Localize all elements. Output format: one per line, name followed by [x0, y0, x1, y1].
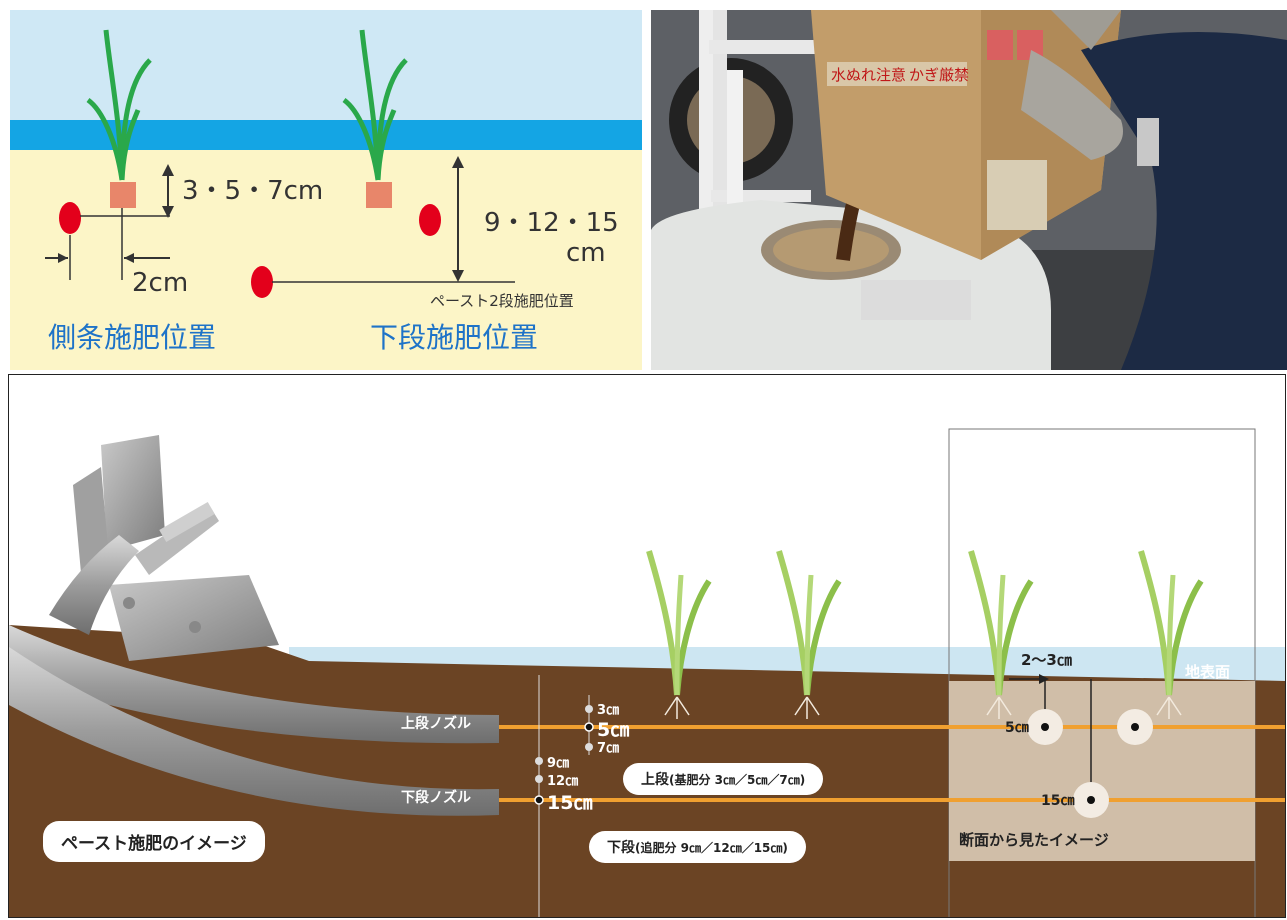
lower-pill-sub: (追肥分 9㎝／12㎝／15㎝): [635, 841, 788, 855]
lower-fertilizer-dot-upper: [419, 204, 441, 236]
position-diagram-svg: [10, 10, 642, 370]
surface-label: 地表面: [1185, 663, 1231, 681]
depth-15-label: 15㎝: [547, 792, 593, 814]
depth-7-label: 7㎝: [597, 741, 620, 756]
label-depth-bottom-1: 9・12・15: [484, 208, 619, 238]
lower-nozzle: [9, 647, 499, 816]
paste-fertilization-diagram: 上段ノズル 下段ノズル 3㎝ 5㎝ 7㎝ 9㎝ 12㎝ 15㎝ 上段(基肥分 3…: [8, 374, 1286, 918]
fertilizer-machine: [49, 435, 279, 661]
box-label: 水ぬれ注意: [831, 66, 906, 84]
marker-12: [535, 775, 543, 783]
rice-plant-right: [342, 29, 408, 208]
lower-nozzle-label: 下段ノズル: [401, 790, 471, 806]
rice-plant-2: [776, 550, 842, 719]
marker-15: [534, 795, 544, 805]
side-fertilizer-dot: [59, 202, 81, 234]
root-block-left: [110, 182, 136, 208]
photo-illustration: 水ぬれ注意 かぎ厳禁: [651, 10, 1287, 370]
title-pill: ペースト施肥のイメージ: [43, 821, 265, 862]
worker-jacket: [1081, 32, 1287, 370]
label-paste-position: ペースト2段施肥位置: [430, 292, 574, 310]
section-5-label: 5㎝: [1005, 720, 1029, 736]
marker-5: [584, 722, 594, 732]
depth-9-label: 9㎝: [547, 756, 570, 771]
rice-plant-left: [86, 29, 152, 208]
section-frame: [948, 428, 1256, 917]
lower-fertilizer-dot-lower: [251, 266, 273, 298]
upper-nozzle-label: 上段ノズル: [401, 716, 471, 732]
section-15-label: 15㎝: [1041, 793, 1075, 809]
rice-plant-4: [1138, 550, 1204, 719]
section-dot-15: [1087, 796, 1095, 804]
depth-12-label: 12㎝: [547, 774, 579, 789]
section-dot-5b: [1131, 723, 1139, 731]
depth-3-label: 3㎝: [597, 703, 620, 718]
upper-pill-sub: (基肥分 3㎝／5㎝／7㎝): [669, 773, 806, 787]
upper-pill-main: 上段: [641, 772, 669, 788]
marker-7: [585, 743, 593, 751]
marker-3: [585, 705, 593, 713]
section-box: [949, 681, 1255, 861]
label-depth-bottom-2: cm: [566, 238, 606, 268]
section-offset-label: 2〜3㎝: [1021, 651, 1072, 669]
lower-pill-main: 下段: [607, 840, 635, 856]
label-lower-position: 下段施肥位置: [370, 321, 539, 354]
box-label-2: かぎ厳禁: [909, 66, 969, 84]
label-side-position: 側条施肥位置: [48, 321, 217, 354]
rice-plant-1: [646, 550, 712, 719]
marker-9: [535, 757, 543, 765]
depth-5-label: 5㎝: [597, 719, 630, 741]
work-glove: [1021, 50, 1123, 160]
label-offset: 2cm: [132, 268, 189, 298]
upper-pill: 上段(基肥分 3㎝／5㎝／7㎝): [623, 763, 824, 795]
root-block-right: [366, 182, 392, 208]
section-caption: 断面から見たイメージ: [959, 831, 1109, 849]
sky-band: [10, 10, 642, 120]
wristwatch: [1137, 118, 1159, 166]
upper-nozzle: [9, 625, 499, 744]
section-dot-5: [1041, 723, 1049, 731]
rice-plant-3: [968, 550, 1034, 719]
fertilizer-position-diagram: 3・5・7cm 9・12・15 cm 2cm ペースト2段施肥位置 側条施肥位置…: [10, 10, 642, 370]
fertilizer-loading-photo: 水ぬれ注意 かぎ厳禁: [651, 10, 1287, 370]
lower-pill: 下段(追肥分 9㎝／12㎝／15㎝): [589, 831, 806, 863]
label-depth-top: 3・5・7cm: [182, 176, 324, 206]
